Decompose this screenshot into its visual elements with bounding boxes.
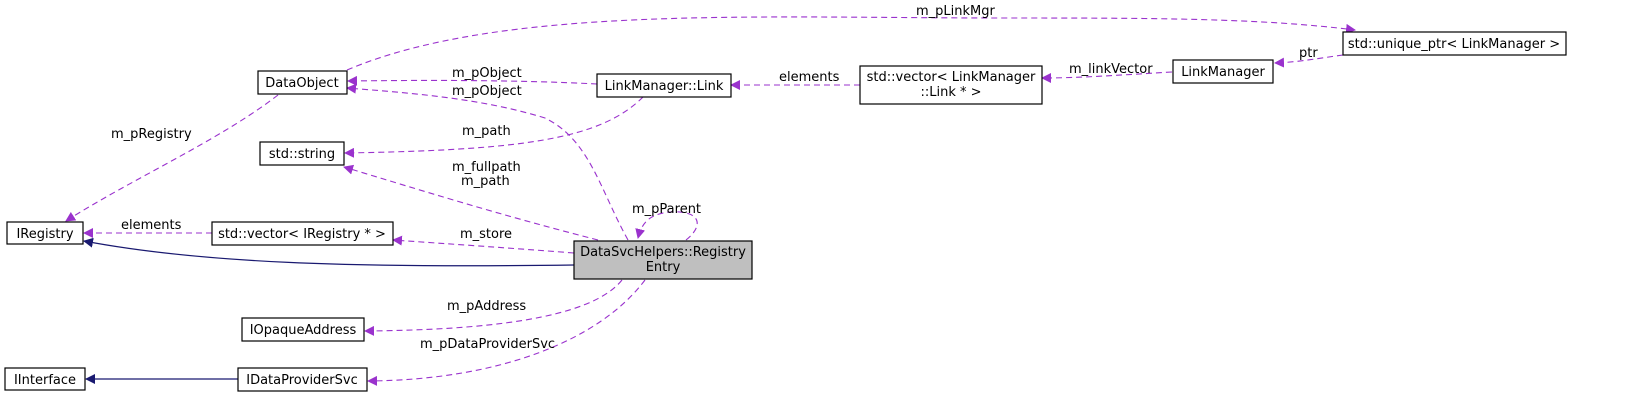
edge-inheritance-iregistry xyxy=(83,237,575,267)
edge-label-store: m_store xyxy=(460,227,512,242)
node-linkmanager-link-label: LinkManager::Link xyxy=(605,79,724,94)
edge-label-ptr: ptr xyxy=(1299,46,1318,61)
node-dataobject-label: DataObject xyxy=(265,76,338,91)
node-idataprovidersvc[interactable]: IDataProviderSvc xyxy=(237,367,368,392)
node-iregistry-label: IRegistry xyxy=(16,227,73,242)
node-unique-ptr-linkmanager-label: std::unique_ptr< LinkManager > xyxy=(1348,37,1560,52)
node-std-string-label: std::string xyxy=(269,147,335,162)
nodes: DataSvcHelpers::Registry Entry IRegistry… xyxy=(4,31,1567,392)
edge-label-pparent: m_pParent xyxy=(632,202,701,217)
edge-pobject-entry xyxy=(346,83,629,241)
edge-pregistry xyxy=(65,94,279,222)
node-linkmanager-link[interactable]: LinkManager::Link xyxy=(596,73,732,98)
edge-plinkmgr xyxy=(346,16,1356,71)
node-linkmanager-label: LinkManager xyxy=(1181,65,1265,80)
edge-paddress xyxy=(364,279,623,336)
edge-path-link xyxy=(344,96,644,158)
node-std-string[interactable]: std::string xyxy=(259,141,345,166)
node-vector-link-line1: std::vector< LinkManager xyxy=(867,70,1036,85)
edge-pobject-link xyxy=(347,75,598,86)
node-registry-entry[interactable]: DataSvcHelpers::Registry Entry xyxy=(573,240,753,280)
edge-label-pobject-link: m_pObject xyxy=(452,66,522,81)
node-iopaqueaddress-label: IOpaqueAddress xyxy=(250,323,357,338)
node-dataobject[interactable]: DataObject xyxy=(257,70,348,95)
node-iinterface[interactable]: IInterface xyxy=(4,367,86,391)
edge-pdataprovider xyxy=(367,279,646,386)
node-idataprovidersvc-label: IDataProviderSvc xyxy=(246,373,358,388)
node-registry-entry-line1: DataSvcHelpers::Registry xyxy=(580,245,746,260)
edge-store xyxy=(392,235,575,254)
node-unique-ptr-linkmanager[interactable]: std::unique_ptr< LinkManager > xyxy=(1342,31,1567,56)
node-vector-link[interactable]: std::vector< LinkManager ::Link * > xyxy=(859,65,1043,105)
node-registry-entry-line2: Entry xyxy=(646,260,681,275)
edge-label-pregistry: m_pRegistry xyxy=(111,127,192,142)
edges: m_pLinkMgr ptr m_linkVector elements m_p… xyxy=(65,4,1356,386)
edge-label-paddress: m_pAddress xyxy=(447,299,526,314)
node-vector-iregistry[interactable]: std::vector< IRegistry * > xyxy=(211,221,394,246)
node-linkmanager[interactable]: LinkManager xyxy=(1172,59,1274,84)
edge-label-pdataprovider: m_pDataProviderSvc xyxy=(420,337,555,352)
node-vector-link-line2: ::Link * > xyxy=(920,85,981,100)
edge-label-pobject-entry: m_pObject xyxy=(452,84,522,99)
node-vector-iregistry-label: std::vector< IRegistry * > xyxy=(218,227,386,242)
edge-label-elements-link: elements xyxy=(779,70,840,85)
edge-label-elements-vec: elements xyxy=(121,218,182,233)
edge-label-fullpath-1: m_fullpath xyxy=(452,160,521,175)
edge-label-fullpath-2: m_path xyxy=(461,174,510,189)
edge-label-path-link: m_path xyxy=(462,124,511,139)
edge-label-plinkmgr: m_pLinkMgr xyxy=(916,4,996,19)
node-iopaqueaddress[interactable]: IOpaqueAddress xyxy=(241,317,365,342)
edge-fullpath xyxy=(343,164,599,241)
node-iinterface-label: IInterface xyxy=(14,373,76,388)
edge-ptr xyxy=(1274,54,1344,68)
edge-pparent xyxy=(635,211,698,241)
edge-label-linkvector: m_linkVector xyxy=(1069,62,1153,77)
node-iregistry[interactable]: IRegistry xyxy=(6,221,84,245)
edge-linkvector xyxy=(1041,71,1173,83)
